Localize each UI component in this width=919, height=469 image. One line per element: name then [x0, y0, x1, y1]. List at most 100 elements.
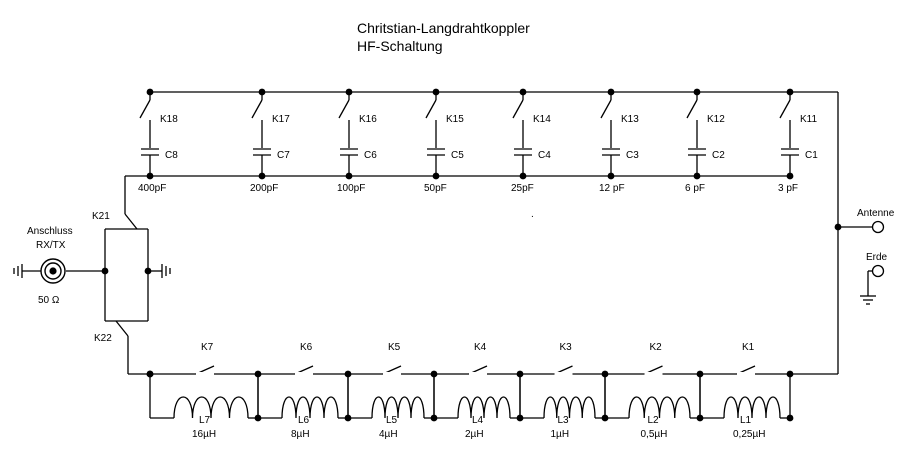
relay-switch-icon	[779, 99, 791, 119]
relay-label: K7	[201, 342, 214, 353]
inductor-coil-icon	[173, 396, 249, 419]
inductor-value-label: 0,25µH	[733, 429, 765, 440]
junction-dot	[607, 172, 615, 180]
inductor-value-label: 0,5µH	[641, 429, 668, 440]
earth-terminal-icon	[867, 264, 885, 296]
speck: .	[531, 209, 534, 220]
inductor-label: L4	[472, 415, 484, 426]
chassis-ground-icon	[161, 264, 171, 278]
inductor-label: L6	[298, 415, 310, 426]
relay-gap	[196, 372, 214, 376]
junction-dot	[258, 172, 266, 180]
capacitor-label: C4	[538, 150, 551, 161]
capacitor-label: C1	[805, 150, 818, 161]
relay-gap	[644, 372, 663, 376]
inductor-label: L2	[648, 415, 660, 426]
capacitor-value-label: 400pF	[138, 183, 166, 194]
impedance-label: 50 Ω	[38, 295, 60, 306]
inductor-coil-icon	[281, 396, 339, 419]
relay-label: K18	[160, 114, 178, 125]
junction-dot	[432, 172, 440, 180]
capacitor-label: C7	[277, 150, 290, 161]
junction-dot	[144, 267, 152, 275]
input-label: Anschluss	[27, 226, 73, 237]
relay-label: K4	[474, 342, 487, 353]
capacitor-label: C5	[451, 150, 464, 161]
earth-ground-icon	[860, 295, 876, 305]
chassis-ground-icon	[13, 264, 23, 278]
title-line-1: Chritstian-Langdrahtkoppler	[357, 20, 530, 36]
relay-switch-icon	[600, 99, 612, 119]
inductor-coil-icon	[543, 396, 596, 419]
relay-label: K15	[446, 114, 464, 125]
junction-dot	[786, 172, 794, 180]
inductor-value-label: 16µH	[192, 429, 216, 440]
relay-gap	[469, 372, 487, 376]
inductor-value-label: 8µH	[291, 429, 310, 440]
inductor-coil-icon	[457, 396, 511, 419]
relay-gap	[383, 372, 401, 376]
relay-label: K21	[92, 211, 110, 222]
junction-dot	[519, 172, 527, 180]
relay-label: K12	[707, 114, 725, 125]
inductor-label: L5	[386, 415, 398, 426]
inductor-label: L3	[558, 415, 570, 426]
capacitor-label: C6	[364, 150, 377, 161]
coax-connector-icon	[22, 258, 66, 284]
inductor-label: L7	[199, 415, 211, 426]
relay-switch-icon	[686, 99, 698, 119]
capacitor-value-label: 12 pF	[599, 183, 625, 194]
relay-gap	[295, 372, 313, 376]
junction-dot	[693, 172, 701, 180]
capacitor-value-label: 50pF	[424, 183, 447, 194]
relay-switch-icon	[251, 99, 263, 119]
relay-label: K3	[560, 342, 573, 353]
junction-dot	[786, 414, 794, 422]
capacitor-label: C3	[626, 150, 639, 161]
capacitor-label: C2	[712, 150, 725, 161]
relay-gap	[737, 372, 755, 376]
junction-dot	[146, 172, 154, 180]
junction-dot	[345, 172, 353, 180]
antenna-terminal-icon	[871, 220, 885, 234]
capacitor-value-label: 200pF	[250, 183, 278, 194]
junction-dot	[101, 267, 109, 275]
inductor-label: L1	[740, 415, 752, 426]
relay-switch-icon	[512, 99, 524, 119]
relay-label: K16	[359, 114, 377, 125]
capacitor-value-label: 100pF	[337, 183, 365, 194]
capacitor-label: C8	[165, 150, 178, 161]
inductor-coil-icon	[723, 396, 781, 419]
relay-switch-icon	[425, 99, 437, 119]
relay-label: K1	[742, 342, 755, 353]
inductor-value-label: 1µH	[551, 429, 570, 440]
inductor-bank: K7L716µHK6L68µHK5L54µHK4L42µHK3L31µHK2L2…	[146, 342, 794, 440]
relay-gap	[554, 372, 573, 376]
relay-switch-icon	[338, 99, 350, 119]
input-label: RX/TX	[36, 240, 66, 251]
relay-label: K14	[533, 114, 551, 125]
capacitor-bank: K18C8400pFK17C7200pFK16C6100pFK15C550pFK…	[138, 88, 818, 194]
capacitor-value-label: 3 pF	[778, 183, 798, 194]
inductor-coil-icon	[628, 396, 691, 419]
relay-label: K13	[621, 114, 639, 125]
inductor-coil-icon	[371, 396, 425, 419]
junction-dot	[834, 223, 842, 231]
